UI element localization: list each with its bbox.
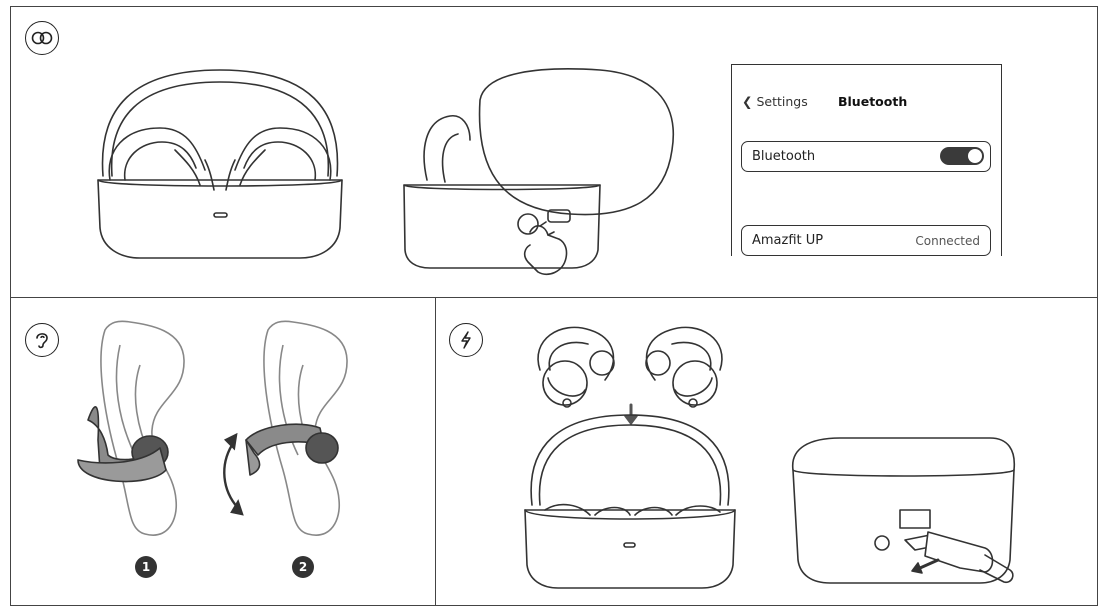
closed-case-button-press: [403, 68, 675, 276]
step-2-badge: 2: [292, 556, 314, 578]
device-row[interactable]: Amazfit UP Connected: [741, 225, 991, 256]
bluetooth-toggle-row[interactable]: Bluetooth: [741, 141, 991, 172]
link-rings-icon: [25, 21, 59, 55]
horizontal-divider: [10, 297, 1098, 298]
step-1-badge: 1: [135, 556, 157, 578]
screen-title: Bluetooth: [838, 94, 908, 109]
device-name: Amazfit UP: [752, 233, 824, 248]
rotation-arrow: [223, 432, 244, 516]
back-label: Settings: [756, 94, 808, 109]
open-case-with-earbuds: [97, 69, 343, 259]
phone-bluetooth-settings: ❮ Settings Bluetooth Bluetooth Amazfit U…: [731, 64, 1002, 256]
bluetooth-toggle[interactable]: [940, 147, 984, 165]
bluetooth-row-label: Bluetooth: [752, 149, 816, 164]
vertical-divider: [435, 297, 436, 606]
ear-icon: [25, 323, 59, 357]
charging-illustration: [524, 326, 1016, 589]
settings-back-link[interactable]: ❮ Settings: [742, 94, 808, 109]
lightning-icon: [449, 323, 483, 357]
ear-illustrations: [100, 320, 348, 536]
instruction-frame: [10, 6, 1098, 606]
toggle-knob: [968, 149, 982, 163]
device-status: Connected: [915, 234, 980, 248]
